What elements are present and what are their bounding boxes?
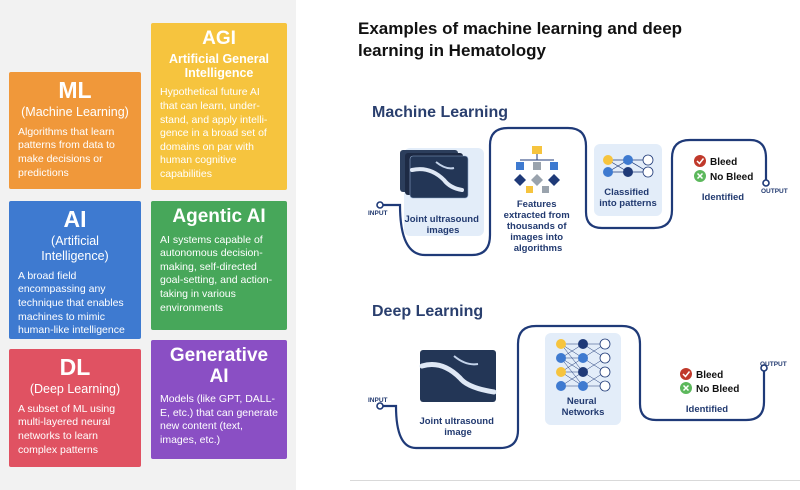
ml-step2-label: Features extracted from thousands of ima… <box>504 199 573 254</box>
dl-card: DL (Deep Learning) A subset of ML using … <box>9 349 141 467</box>
ml-input-node <box>376 201 384 209</box>
dl-card-title: DL <box>59 354 91 380</box>
generative-ai-card-title: Generative AI <box>169 345 269 387</box>
ml-step1-label: Joint ultrasound images <box>404 214 481 236</box>
machine-learning-heading: Machine Learning <box>372 104 509 121</box>
bottom-divider <box>350 480 800 481</box>
ml-input-label: INPUT <box>368 210 388 217</box>
dl-no-bleed-label: No Bleed <box>696 384 739 395</box>
ml-output-node <box>762 179 770 187</box>
dl-identified-label: Identified <box>686 404 728 415</box>
deep-learning-heading: Deep Learning <box>372 303 484 320</box>
ai-card-title: AI <box>63 206 87 232</box>
ml-output-label: OUTPUT <box>761 188 788 195</box>
agi-card-subtitle: Artificial General Intelligence <box>168 51 270 80</box>
dl-ultrasound-image-icon <box>419 350 497 402</box>
ai-card-subtitle: (Artificial Intelligence) <box>41 233 109 263</box>
dl-output-label: OUTPUT <box>760 361 787 368</box>
agentic-ai-card-title: Agentic AI <box>172 206 266 227</box>
neural-network-nodes <box>556 338 611 392</box>
ai-card-description: A broad field encompassing any technique… <box>18 269 125 337</box>
agi-card: AGI Artificial General Intelligence Hypo… <box>151 23 287 190</box>
generative-ai-card: Generative AI Models (like GPT, DALL-E, … <box>151 340 287 459</box>
pattern-nodes <box>603 154 654 178</box>
ml-card: ML (Machine Learning) Algorithms that le… <box>9 72 141 189</box>
bleed-check-icon <box>694 155 706 167</box>
agi-card-title: AGI <box>202 28 236 49</box>
hematology-examples-panel: Examples of machine learning and deep le… <box>350 0 800 490</box>
dl-card-subtitle: (Deep Learning) <box>29 381 121 396</box>
workflow-diagram: INPUT OUTPUT Joint ultrasound images <box>368 126 788 450</box>
features-diagram-icon <box>514 146 560 193</box>
dl-card-description: A subset of ML using multi-layered neura… <box>18 402 116 456</box>
dl-step1-label: Joint ultrasound image <box>419 416 496 438</box>
ai-taxonomy-panel: ML (Machine Learning) Algorithms that le… <box>0 0 296 490</box>
ml-card-description: Algorithms that learn patterns from data… <box>18 125 115 179</box>
dl-step2-label: Neural Networks <box>562 396 605 418</box>
dl-bleed-label: Bleed <box>696 370 723 381</box>
examples-title: Examples of machine learning and deep le… <box>358 19 683 61</box>
ml-card-subtitle: (Machine Learning) <box>21 104 129 119</box>
ml-bleed-label: Bleed <box>710 157 737 168</box>
ml-card-title: ML <box>58 77 92 103</box>
dl-bleed-check-icon <box>680 368 692 380</box>
agentic-ai-card-description: AI systems capable of autonomous decisio… <box>160 233 273 314</box>
dl-input-node <box>376 402 384 410</box>
dl-output-node <box>760 364 768 372</box>
ml-ultrasound-image-icon <box>400 150 469 199</box>
dl-flow-line <box>380 324 766 450</box>
agi-card-description: Hypothetical future AI that can learn, u… <box>160 86 268 181</box>
agentic-ai-card: Agentic AI AI systems capable of autonom… <box>151 201 287 330</box>
generative-ai-card-description: Models (like GPT, DALL-E, etc.) that can… <box>160 393 278 446</box>
ml-identified-label: Identified <box>702 192 744 203</box>
ml-no-bleed-label: No Bleed <box>710 172 753 183</box>
dl-input-label: INPUT <box>368 397 388 404</box>
ml-step3-label: Classified into patterns <box>599 187 657 209</box>
ml-flow-line <box>380 126 768 257</box>
ai-card: AI (Artificial Intelligence) A broad fie… <box>9 201 141 339</box>
